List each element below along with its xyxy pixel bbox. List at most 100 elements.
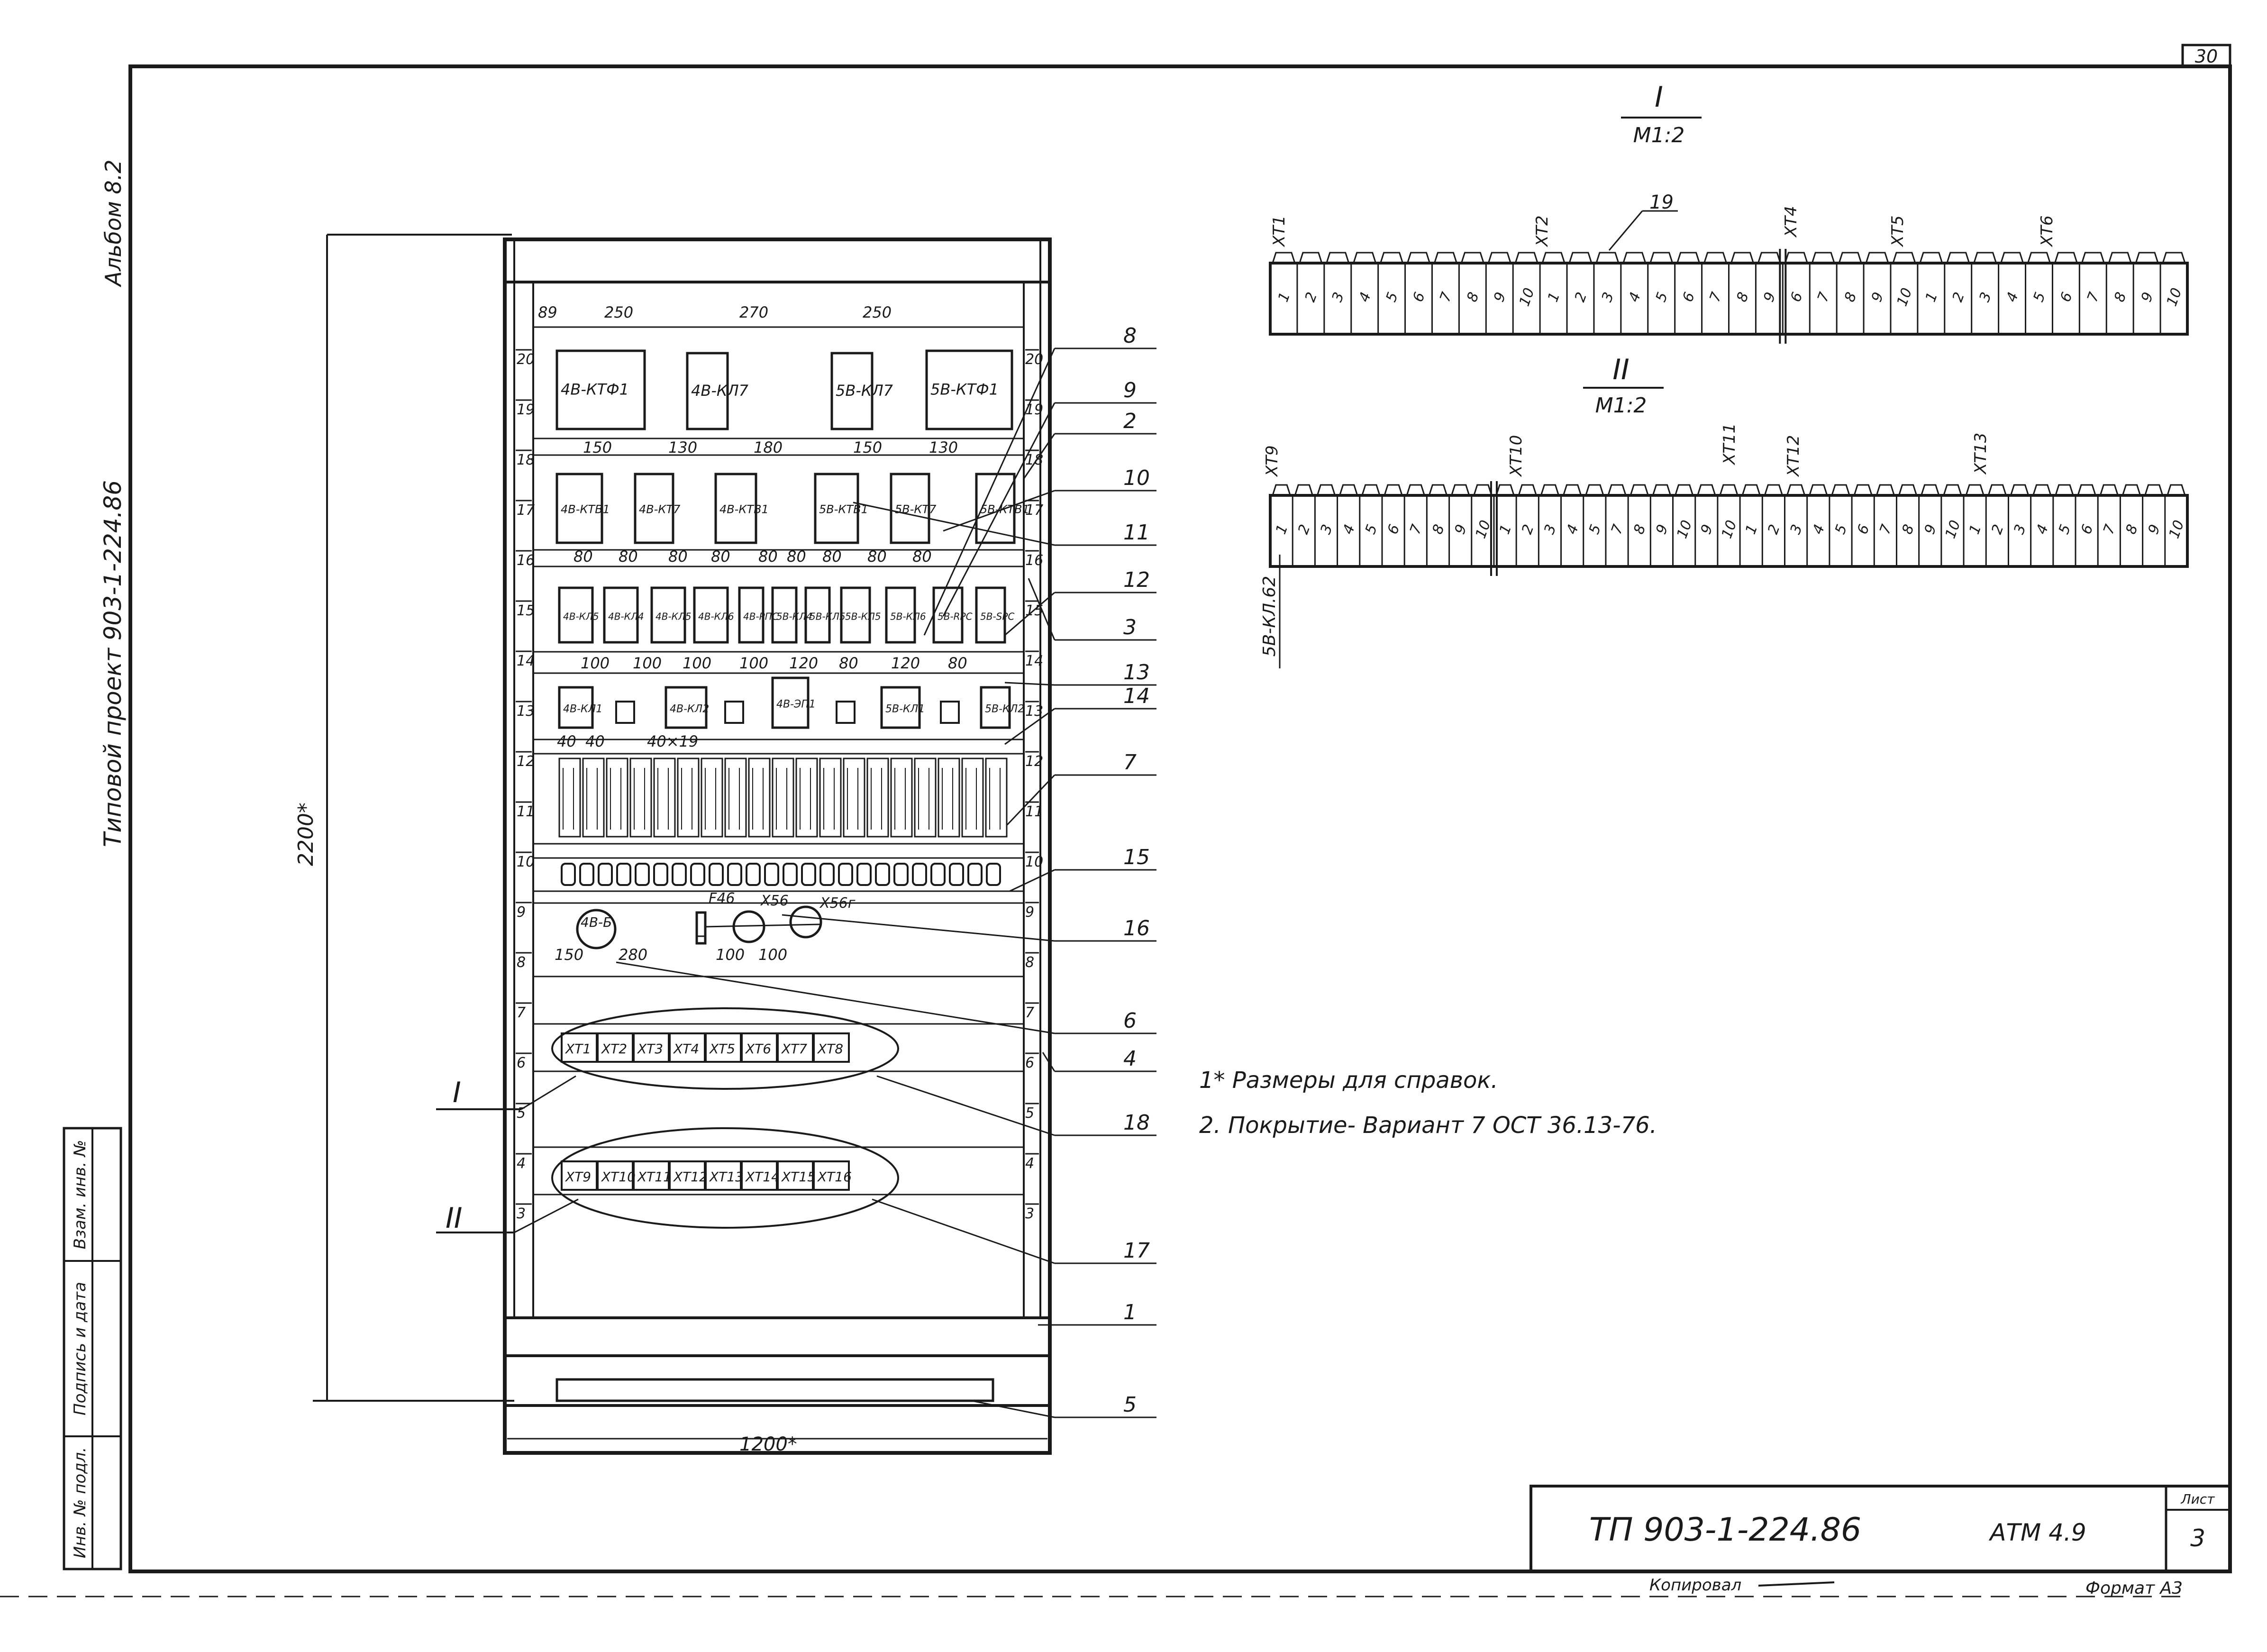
terminal-block <box>795 758 818 838</box>
module-block <box>830 352 874 430</box>
fuse-holder <box>801 863 816 886</box>
rail-number-right: 13 <box>1025 703 1043 720</box>
rail-number-left: 20 <box>517 351 535 368</box>
terminal-number: 7 <box>1814 290 1833 304</box>
callout-number: 12 <box>1123 568 1150 592</box>
rail-number-left: 15 <box>517 602 535 619</box>
rail-number-left: 19 <box>517 402 535 418</box>
terminal-clamp <box>1272 252 1296 264</box>
module-block <box>738 586 765 644</box>
terminal-tag: ХТ10 <box>601 1169 636 1185</box>
rail-number-right: 8 <box>1025 954 1034 971</box>
row1-dims-0: 89 <box>538 303 557 321</box>
strip-tag: ХТ4 <box>1782 206 1801 238</box>
cabinet-plinth-slot <box>555 1378 994 1402</box>
terminal-clamp <box>1898 484 1918 496</box>
sheet-frame <box>128 64 2232 1573</box>
terminal-clamp <box>1563 484 1582 496</box>
terminal-number: 5 <box>2030 290 2048 304</box>
terminal-clamp <box>1876 484 1895 496</box>
terminal-number: 4 <box>1626 290 1644 304</box>
terminal-number: 9 <box>2145 522 2164 537</box>
terminal-clamp <box>2135 252 2159 264</box>
terminal-clamp <box>1406 484 1425 496</box>
terminal-clamp <box>2027 252 2051 264</box>
rail-number-right: 17 <box>1025 502 1043 519</box>
terminal-clamp <box>2032 484 2052 496</box>
terminal-number: 4 <box>2033 522 2052 537</box>
terminal-clamp <box>1380 252 1403 264</box>
terminal-clamp <box>1757 252 1781 264</box>
terminal-number: 9 <box>1491 290 1509 304</box>
terminal-clamp <box>1919 252 1943 264</box>
terminal-block <box>938 758 960 838</box>
sheet-number-box <box>2181 44 2231 68</box>
title-block: ТП 903-1-224.86 АТМ 4.9 Лист 3 <box>1530 1485 2231 1573</box>
terminal-number: 7 <box>2084 290 2103 304</box>
callout-number: 4 <box>1123 1047 1137 1071</box>
rail-number-left: 7 <box>517 1004 526 1021</box>
terminal-number: 4 <box>2003 290 2021 304</box>
terminal-clamp <box>1811 252 1835 264</box>
terminal-clamp <box>2144 484 2164 496</box>
fuse-holder <box>949 863 964 886</box>
view-II-side-label: 5В-КЛ.62 <box>1260 576 1279 657</box>
module-block <box>980 686 1011 729</box>
row5-dims-2: 40×19 <box>647 732 698 750</box>
fuse-holder <box>598 863 613 886</box>
fuse-holder <box>709 863 724 886</box>
fuse-holder <box>912 863 927 886</box>
rail-number-right: 11 <box>1025 803 1043 820</box>
view-II-title: II <box>1612 353 1629 386</box>
album-label: Альбом 8.2 <box>100 160 126 288</box>
module-block <box>558 586 594 644</box>
terminal-number: 1 <box>1742 522 1761 537</box>
row4-dims-0: 100 <box>581 654 610 672</box>
terminal-tag: ХТ9 <box>564 1169 591 1185</box>
callout-number: 7 <box>1123 750 1137 775</box>
fuse-holder <box>727 863 742 886</box>
fuse-holder <box>653 863 668 886</box>
fuse-holder <box>967 863 983 886</box>
terminal-clamp <box>1568 252 1593 264</box>
terminal-number: 5 <box>1362 522 1381 537</box>
rail-number-right: 6 <box>1025 1055 1034 1071</box>
roman-label-II: II <box>446 1202 462 1235</box>
rail-number-left: 8 <box>517 954 526 971</box>
device-f46-label: F46 <box>709 890 735 907</box>
fuse-holder <box>561 863 576 886</box>
terminal-number: 8 <box>1464 290 1482 304</box>
terminal-number: 9 <box>1452 522 1470 537</box>
callout-number: 9 <box>1123 378 1137 402</box>
terminal-clamp <box>1294 484 1313 496</box>
terminal-number: 6 <box>1384 522 1403 537</box>
terminal-block <box>961 758 984 838</box>
terminal-clamp <box>2010 484 2030 496</box>
width-dimension: 1200* <box>739 1433 797 1455</box>
terminal-number: 5 <box>2056 522 2074 537</box>
terminal-clamp <box>1272 484 1291 496</box>
terminal-clamp <box>1428 484 1448 496</box>
fuse-holder <box>856 863 872 886</box>
doc-code: АТМ 4.9 <box>1988 1519 2086 1546</box>
fuse-holder <box>579 863 594 886</box>
terminal-number: 1 <box>1966 522 1985 537</box>
module-label: 5В-SPC <box>980 611 1014 622</box>
row4-dims-7: 80 <box>948 654 967 672</box>
terminal-tag: ХТ8 <box>817 1041 843 1057</box>
rail-number-right: 7 <box>1025 1004 1034 1021</box>
module-label: 4В-КЛ1 <box>563 703 602 715</box>
row3-dims-8: 80 <box>912 548 932 566</box>
row4-dims-3: 100 <box>739 654 768 672</box>
terminal-tag: ХТ15 <box>781 1169 816 1185</box>
terminal-number: 8 <box>2122 522 2141 537</box>
fuse-holder <box>930 863 946 886</box>
terminal-clamp <box>1853 484 1873 496</box>
terminal-number: 6 <box>1854 522 1873 537</box>
terminal-block <box>819 758 842 838</box>
view-I-scale: М1:2 <box>1633 123 1685 147</box>
row2-dims-2: 180 <box>754 438 783 456</box>
callout-number: 8 <box>1123 324 1137 348</box>
